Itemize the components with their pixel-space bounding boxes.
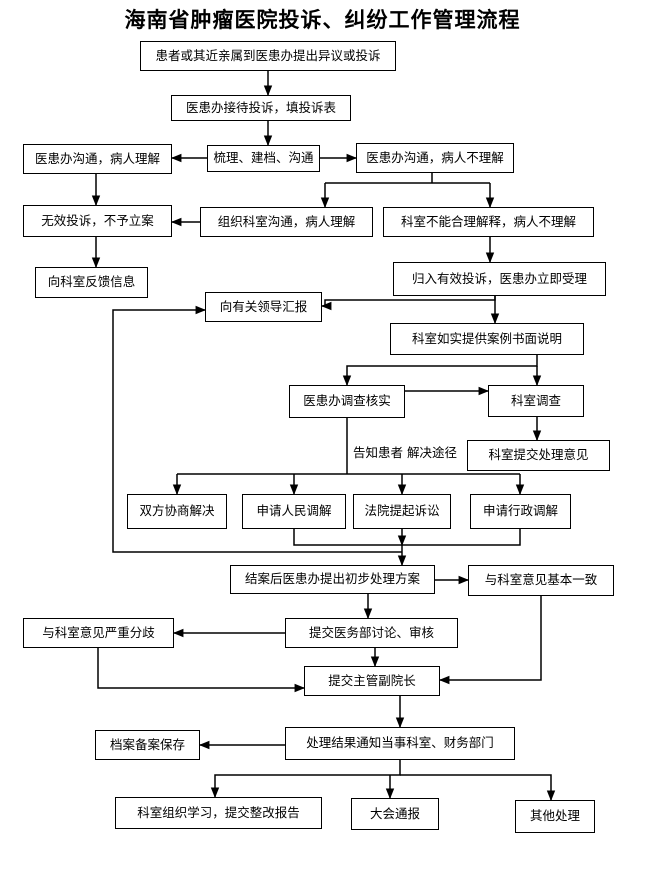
edge-label-inform-patient: 告知患者 解决途径 xyxy=(353,445,457,460)
node-report-to-leaders: 向有关领导汇报 xyxy=(205,292,322,322)
edge-n10-n11 xyxy=(320,296,496,311)
node-mutual-negotiation: 双方协商解决 xyxy=(127,494,227,529)
node-other-handling: 其他处理 xyxy=(515,800,595,833)
node-department-cannot-explain: 科室不能合理解释，病人不理解 xyxy=(383,207,594,237)
edge-n12-split xyxy=(342,355,538,387)
node-department-opinion: 科室提交处理意见 xyxy=(467,440,610,471)
node-feedback-to-department: 向科室反馈信息 xyxy=(35,267,148,298)
node-court-litigation: 法院提起诉讼 xyxy=(353,494,451,529)
node-preliminary-plan: 结案后医患办提出初步处理方案 xyxy=(230,565,435,594)
node-general-meeting-notice: 大会通报 xyxy=(351,798,439,830)
edge-options-merge xyxy=(293,529,521,545)
node-administrative-mediation: 申请行政调解 xyxy=(470,494,571,529)
node-office-patient-not-understand: 医患办沟通，病人不理解 xyxy=(356,143,514,173)
node-office-patient-understands: 医患办沟通，病人理解 xyxy=(23,144,172,174)
page-title: 海南省肿瘤医院投诉、纠纷工作管理流程 xyxy=(124,7,521,32)
node-sort-file-communicate: 梳理、建档、沟通 xyxy=(207,145,320,172)
edge-n25-split xyxy=(210,760,401,799)
edge-n22-n24 xyxy=(97,648,306,693)
node-department-investigation: 科室调查 xyxy=(488,385,584,417)
node-study-rectification: 科室组织学习，提交整改报告 xyxy=(115,797,322,829)
edge-loop-to-n11 xyxy=(112,305,402,553)
node-submit-complaint: 患者或其近亲属到医患办提出异议或投诉 xyxy=(140,41,396,71)
node-department-patient-understands: 组织科室沟通，病人理解 xyxy=(200,207,373,237)
node-archive: 档案备案保存 xyxy=(95,730,200,760)
node-invalid-complaint: 无效投诉，不予立案 xyxy=(23,205,172,237)
node-office-investigation: 医患办调查核实 xyxy=(289,385,405,418)
edge-n5-split xyxy=(325,173,490,184)
node-serious-disagreement: 与科室意见严重分歧 xyxy=(23,618,174,648)
edge-n21-n24 xyxy=(438,596,542,685)
node-notify-departments: 处理结果通知当事科室、财务部门 xyxy=(285,727,515,760)
node-valid-complaint-accepted: 归入有效投诉，医患办立即受理 xyxy=(393,262,606,296)
node-vice-president: 提交主管副院长 xyxy=(304,666,440,696)
node-people-mediation: 申请人民调解 xyxy=(242,494,346,529)
edge-to-n29 xyxy=(400,774,556,802)
node-basically-agree: 与科室意见基本一致 xyxy=(468,565,614,596)
node-receive-complaint: 医患办接待投诉，填投诉表 xyxy=(171,95,351,121)
node-written-case-explanation: 科室如实提供案例书面说明 xyxy=(390,323,584,355)
node-medical-department-review: 提交医务部讨论、审核 xyxy=(285,618,458,648)
